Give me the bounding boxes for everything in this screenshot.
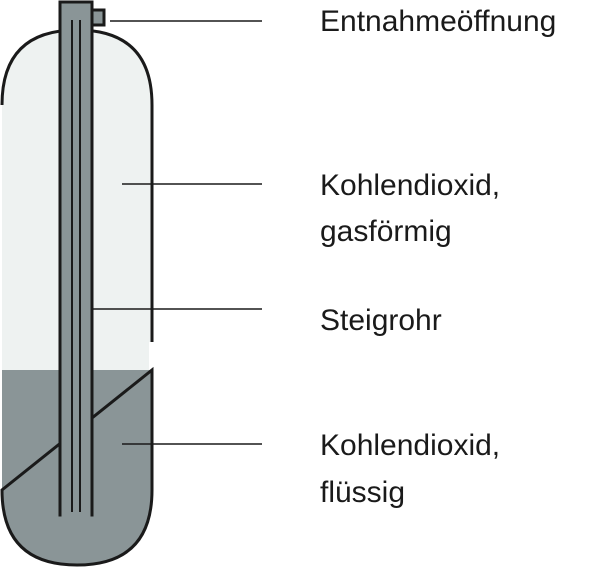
- tube-open-end: [61, 512, 91, 518]
- leader-lines: [92, 20, 262, 445]
- label-dip-tube: Steigrohr: [320, 304, 442, 337]
- label-liquid-line2: flüssig: [320, 476, 405, 509]
- labels: Entnahmeöffnung Kohlendioxid, gasförmig …: [320, 5, 556, 509]
- tube-body: [58, 0, 94, 517]
- label-gas-line1: Kohlendioxid,: [320, 169, 500, 202]
- label-gas-line2: gasförmig: [320, 215, 452, 248]
- liquid-notch: [149, 342, 157, 370]
- label-liquid-line1: Kohlendioxid,: [320, 429, 500, 462]
- outlet-nozzle: [90, 8, 106, 27]
- label-outlet: Entnahmeöffnung: [320, 5, 556, 38]
- dip-tube: [58, 0, 106, 518]
